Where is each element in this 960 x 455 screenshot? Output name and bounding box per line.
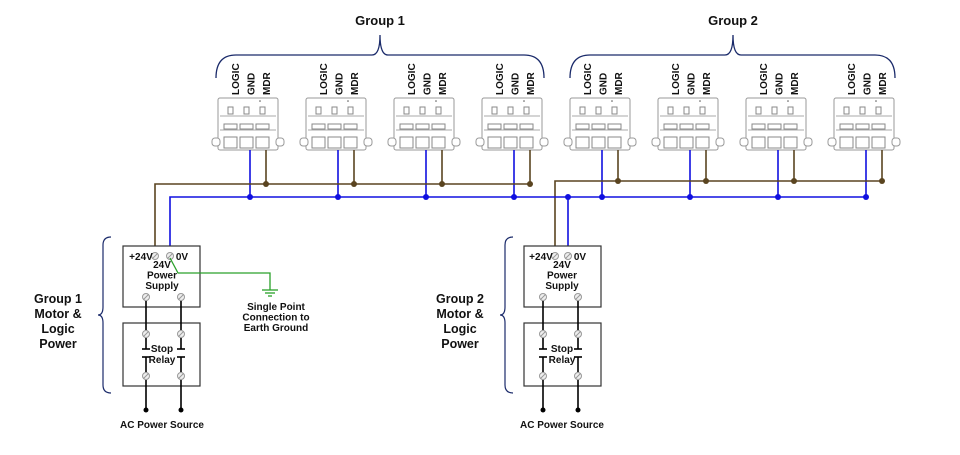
connector bbox=[211, 97, 285, 151]
pin-label-gnd: GND bbox=[247, 73, 258, 95]
pin-label-logic: LOGIC bbox=[759, 63, 770, 95]
relay-title: Relay bbox=[149, 355, 176, 366]
pin-label-logic: LOGIC bbox=[847, 63, 858, 95]
connector bbox=[387, 97, 461, 151]
group2-24v-bus bbox=[554, 180, 882, 255]
terminal-screw bbox=[564, 252, 572, 260]
plus-24v-label: +24V bbox=[529, 252, 553, 263]
earth-ground-wire bbox=[169, 257, 271, 290]
power-supply bbox=[122, 245, 201, 308]
terminal-screw bbox=[177, 330, 185, 338]
connector bbox=[827, 97, 901, 151]
pin-label-logic: LOGIC bbox=[583, 63, 594, 95]
pin-label-gnd: GND bbox=[599, 73, 610, 95]
terminal-screw bbox=[574, 372, 582, 380]
pin-label-gnd: GND bbox=[335, 73, 346, 95]
terminal-screw bbox=[551, 252, 559, 260]
group-side-label: Motor & bbox=[436, 307, 483, 321]
terminal-screw bbox=[177, 372, 185, 380]
earth-ground-label: Single Point bbox=[247, 302, 305, 313]
zero-v-label: 0V bbox=[574, 252, 587, 263]
group-side-label: Logic bbox=[443, 322, 476, 336]
plus-24v-label: +24V bbox=[129, 252, 153, 263]
group-side-label: Logic bbox=[41, 322, 74, 336]
group1-24v-bus bbox=[154, 183, 530, 255]
terminal-screw bbox=[177, 293, 185, 301]
connector bbox=[563, 97, 637, 151]
group-bracket bbox=[215, 34, 545, 79]
stop-relay bbox=[122, 322, 201, 387]
terminal-screw bbox=[166, 252, 174, 260]
pin-label-logic: LOGIC bbox=[319, 63, 330, 95]
pin-label-gnd: GND bbox=[687, 73, 698, 95]
terminal-screw bbox=[574, 330, 582, 338]
pin-label-mdr: MDR bbox=[790, 71, 801, 95]
group-bracket bbox=[569, 34, 896, 79]
ac-terminal-dot bbox=[143, 407, 149, 413]
connector bbox=[475, 97, 549, 151]
earth-ground-label: Earth Ground bbox=[244, 323, 308, 334]
ac-terminal-dot bbox=[540, 407, 546, 413]
group-title: Group 2 bbox=[708, 13, 758, 28]
power-supply-title: 24V bbox=[153, 260, 171, 271]
ac-terminal-dot bbox=[178, 407, 184, 413]
pin-label-logic: LOGIC bbox=[495, 63, 506, 95]
connector bbox=[651, 97, 725, 151]
pin-label-mdr: MDR bbox=[878, 71, 889, 95]
group-brace bbox=[97, 236, 112, 394]
group-side-label: Motor & bbox=[34, 307, 81, 321]
terminal-screw bbox=[539, 293, 547, 301]
terminal-screw bbox=[539, 372, 547, 380]
terminal-screw bbox=[142, 293, 150, 301]
group-side-label: Power bbox=[39, 337, 77, 351]
pin-label-gnd: GND bbox=[775, 73, 786, 95]
pin-label-logic: LOGIC bbox=[231, 63, 242, 95]
pin-label-logic: LOGIC bbox=[671, 63, 682, 95]
power-supply bbox=[523, 245, 602, 308]
power-supply-title: 24V bbox=[553, 260, 571, 271]
power-supply-title: Supply bbox=[545, 281, 579, 292]
group-brace bbox=[499, 236, 514, 394]
pin-label-mdr: MDR bbox=[614, 71, 625, 95]
zero-v-label: 0V bbox=[176, 252, 189, 263]
pin-label-gnd: GND bbox=[423, 73, 434, 95]
power-supply-title: Supply bbox=[145, 281, 179, 292]
pin-label-mdr: MDR bbox=[438, 71, 449, 95]
relay-title: Stop bbox=[551, 344, 573, 355]
0v-bus bbox=[169, 196, 866, 255]
relay-title: Relay bbox=[549, 355, 576, 366]
ac-terminal-dot bbox=[575, 407, 581, 413]
stop-relay bbox=[523, 322, 602, 387]
group-side-label: Group 2 bbox=[436, 292, 484, 306]
relay-title: Stop bbox=[151, 344, 173, 355]
power-supply-title: Power bbox=[547, 271, 577, 282]
earth-ground-label: Connection to bbox=[242, 313, 309, 324]
terminal-screw bbox=[142, 372, 150, 380]
pin-label-mdr: MDR bbox=[526, 71, 537, 95]
terminal-screw bbox=[151, 252, 159, 260]
pin-label-mdr: MDR bbox=[262, 71, 273, 95]
pin-label-mdr: MDR bbox=[702, 71, 713, 95]
terminal-screw bbox=[142, 330, 150, 338]
connector bbox=[299, 97, 373, 151]
pin-label-gnd: GND bbox=[511, 73, 522, 95]
terminal-screw bbox=[574, 293, 582, 301]
group-title: Group 1 bbox=[355, 13, 405, 28]
junction-dot bbox=[565, 194, 571, 200]
ac-power-source-label: AC Power Source bbox=[520, 420, 604, 431]
pin-label-logic: LOGIC bbox=[407, 63, 418, 95]
pin-label-gnd: GND bbox=[863, 73, 874, 95]
power-supply-title: Power bbox=[147, 271, 177, 282]
ac-power-source-label: AC Power Source bbox=[120, 420, 204, 431]
pin-label-mdr: MDR bbox=[350, 71, 361, 95]
group-side-label: Power bbox=[441, 337, 479, 351]
group-side-label: Group 1 bbox=[34, 292, 82, 306]
terminal-screw bbox=[539, 330, 547, 338]
connector bbox=[739, 97, 813, 151]
